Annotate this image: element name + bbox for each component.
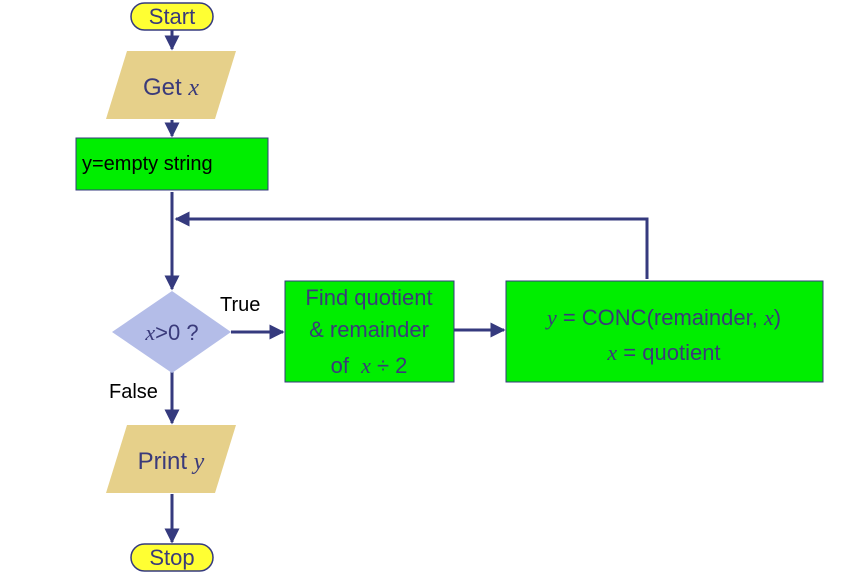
find-line-3-prefix: of	[331, 353, 355, 378]
update-l1-mid: = CONC(remainder,	[557, 305, 764, 330]
true-label: True	[220, 294, 260, 316]
svg-text:y = CONC(remainder, x): y = CONC(remainder, x)	[545, 305, 781, 330]
decision-var: x	[144, 320, 155, 345]
update-l2-var: x	[606, 340, 617, 365]
find-line-3-var: x	[360, 353, 371, 378]
get-x-var: x	[187, 75, 199, 101]
get-x-input: Get x	[106, 51, 236, 119]
init-y-label: y=empty string	[82, 153, 213, 175]
start-terminal: Start	[130, 2, 214, 31]
decision-label: >0 ?	[155, 320, 198, 345]
find-line-1: Find quotient	[305, 285, 432, 310]
edge-loop-back	[174, 211, 649, 279]
init-y-process: y=empty string	[75, 137, 269, 191]
print-y-label: Print	[138, 448, 194, 475]
svg-text:Print y: Print y	[138, 448, 205, 475]
update-process: y = CONC(remainder, x) x = quotient	[505, 280, 824, 383]
stop-terminal: Stop	[130, 543, 214, 572]
find-quotient-process: Find quotient & remainder of x ÷ 2	[284, 280, 455, 383]
decision-x-positive: x>0 ?	[112, 291, 231, 373]
print-y-output: Print y	[106, 425, 236, 493]
find-line-3-suffix: ÷ 2	[371, 353, 408, 378]
stop-label: Stop	[149, 545, 194, 570]
update-l1-var2: x	[763, 305, 774, 330]
print-y-var: y	[192, 449, 205, 475]
start-label: Start	[149, 4, 195, 29]
connectors	[164, 30, 649, 544]
svg-text:x>0 ?: x>0 ?	[144, 320, 198, 345]
svg-text:of x ÷ 2: of x ÷ 2	[331, 353, 408, 378]
update-l1-var: y	[545, 305, 557, 330]
svg-text:x = quotient: x = quotient	[606, 340, 720, 365]
update-l2-text: = quotient	[617, 340, 720, 365]
update-l1-end: )	[774, 305, 781, 330]
find-line-2: & remainder	[309, 317, 429, 342]
false-label: False	[109, 381, 158, 403]
svg-text:Get x: Get x	[143, 74, 199, 101]
get-x-label: Get	[143, 74, 188, 101]
